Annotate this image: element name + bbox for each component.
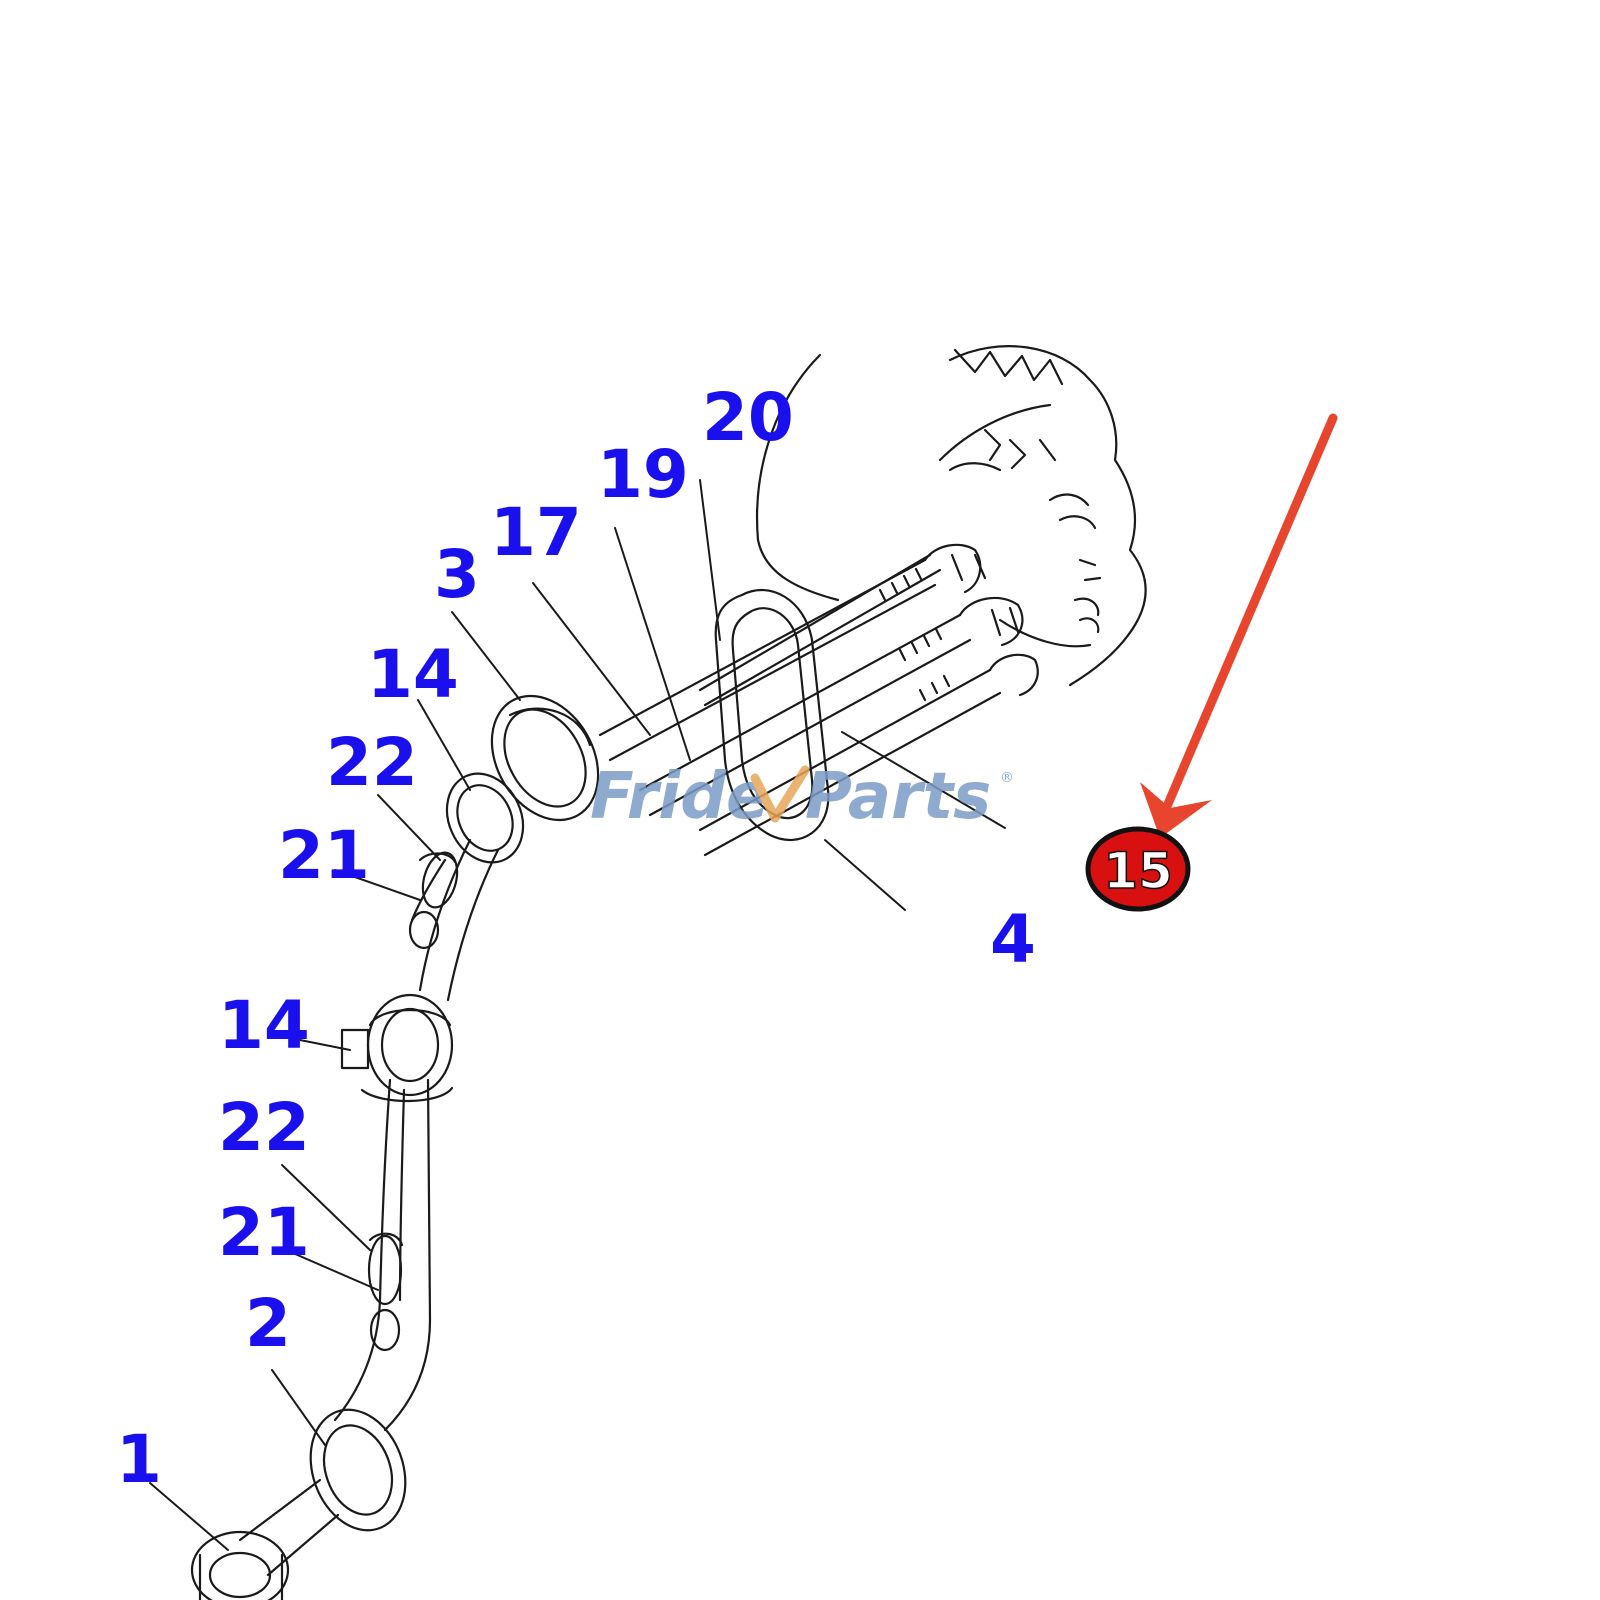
leader-lines xyxy=(149,479,1006,1551)
label-17[interactable]: 17 xyxy=(490,494,582,571)
label-21-upper[interactable]: 21 xyxy=(278,817,370,894)
middle-ring-clamp xyxy=(340,993,454,1103)
highlight-badge[interactable]: 15 xyxy=(1085,826,1191,912)
label-21-lower[interactable]: 21 xyxy=(218,1194,310,1271)
leader-2 xyxy=(271,1369,326,1446)
label-3[interactable]: 3 xyxy=(434,536,480,613)
component-flange xyxy=(948,345,1147,687)
bottom-fitting xyxy=(190,1478,340,1600)
leader-14-lower xyxy=(299,1039,351,1051)
leader-22-upper xyxy=(377,794,441,861)
leader-20 xyxy=(699,479,721,641)
label-1[interactable]: 1 xyxy=(116,1421,162,1498)
watermark-check-icon xyxy=(750,765,810,823)
label-14-upper[interactable]: 14 xyxy=(367,636,459,713)
watermark-right-text: Parts xyxy=(805,760,991,834)
watermark-registered-mark: ® xyxy=(1000,770,1014,786)
upper-grommet xyxy=(490,694,600,822)
label-4[interactable]: 4 xyxy=(990,901,1036,978)
label-14-lower[interactable]: 14 xyxy=(218,987,310,1064)
leader-17 xyxy=(532,582,651,736)
leader-4b xyxy=(824,839,906,911)
watermark-left-text: Fride xyxy=(590,760,769,834)
tube-bundle xyxy=(598,543,1039,857)
leader-1 xyxy=(149,1482,229,1551)
leader-19 xyxy=(614,527,691,761)
upper-collar xyxy=(445,772,525,864)
leader-4a xyxy=(841,731,1006,829)
leader-22-lower xyxy=(281,1164,371,1251)
leader-3 xyxy=(451,611,521,701)
watermark: Fride Parts ® xyxy=(590,760,1014,834)
red-arrow-icon xyxy=(1140,413,1338,838)
leader-21-upper xyxy=(334,869,421,901)
highlight-badge-number: 15 xyxy=(1103,842,1173,900)
lower-grommet xyxy=(309,1408,407,1532)
leader-14-upper xyxy=(417,699,471,791)
hose-run xyxy=(333,838,500,1432)
label-20[interactable]: 20 xyxy=(702,379,794,456)
label-2[interactable]: 2 xyxy=(245,1285,291,1362)
label-22-lower[interactable]: 22 xyxy=(218,1089,310,1166)
leader-21-lower xyxy=(285,1249,379,1291)
component-body-outline xyxy=(756,353,840,602)
label-19[interactable]: 19 xyxy=(597,436,689,513)
upper-small-clamp xyxy=(408,851,459,950)
hose-assembly-linework xyxy=(149,345,1147,1600)
label-22-upper[interactable]: 22 xyxy=(326,724,418,801)
lower-small-clamp xyxy=(367,1232,404,1352)
